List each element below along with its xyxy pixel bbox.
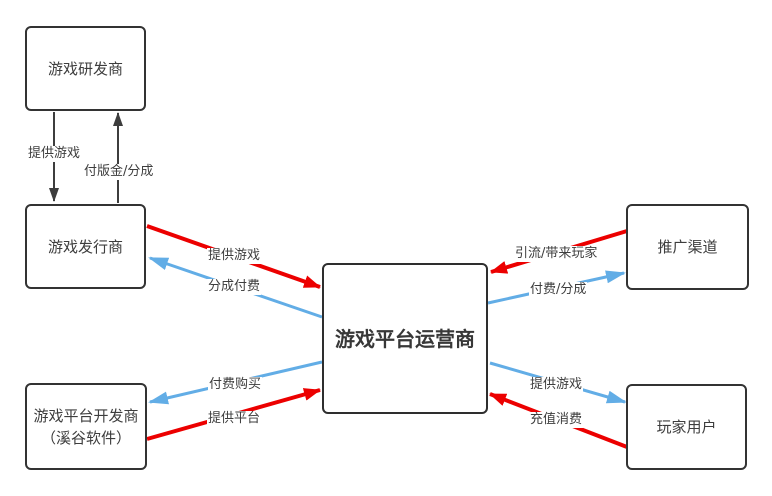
edge-label-developer-to-publisher: 提供游戏	[27, 146, 82, 162]
edge-label-operator-to-players: 提供游戏	[529, 377, 584, 393]
edge-label-operator-to-platform-developer: 付费购买	[208, 377, 263, 393]
node-platform-operator-label: 游戏平台运营商	[335, 326, 475, 351]
edge-label-promotion-to-operator: 引流/带来玩家	[514, 246, 599, 262]
edge-label-operator-to-publisher: 分成付费	[207, 279, 262, 295]
node-promotion-channel: 推广渠道	[626, 204, 749, 290]
node-promotion-channel-label: 推广渠道	[657, 238, 718, 256]
node-game-publisher: 游戏发行商	[25, 204, 146, 289]
node-platform-developer-label-line1: 游戏平台开发商	[33, 406, 139, 425]
node-game-developer-label: 游戏研发商	[47, 59, 123, 78]
node-platform-operator: 游戏平台运营商	[322, 263, 488, 414]
edge-label-publisher-to-developer: 付版金/分成	[83, 164, 155, 180]
edge-label-platform-developer-to-operator: 提供平台	[207, 411, 262, 427]
node-platform-developer: 游戏平台开发商 （溪谷软件）	[25, 383, 147, 470]
node-player-users: 玩家用户	[626, 384, 747, 470]
edge-label-publisher-to-operator: 提供游戏	[207, 248, 262, 264]
node-platform-developer-label-line2: （溪谷软件）	[40, 428, 131, 447]
edge-label-players-to-operator: 充值消费	[529, 412, 584, 428]
edge-label-operator-to-promotion: 付费/分成	[529, 282, 588, 298]
node-game-publisher-label: 游戏发行商	[47, 237, 123, 256]
node-game-developer: 游戏研发商	[25, 26, 146, 111]
node-player-users-label: 玩家用户	[656, 418, 717, 436]
